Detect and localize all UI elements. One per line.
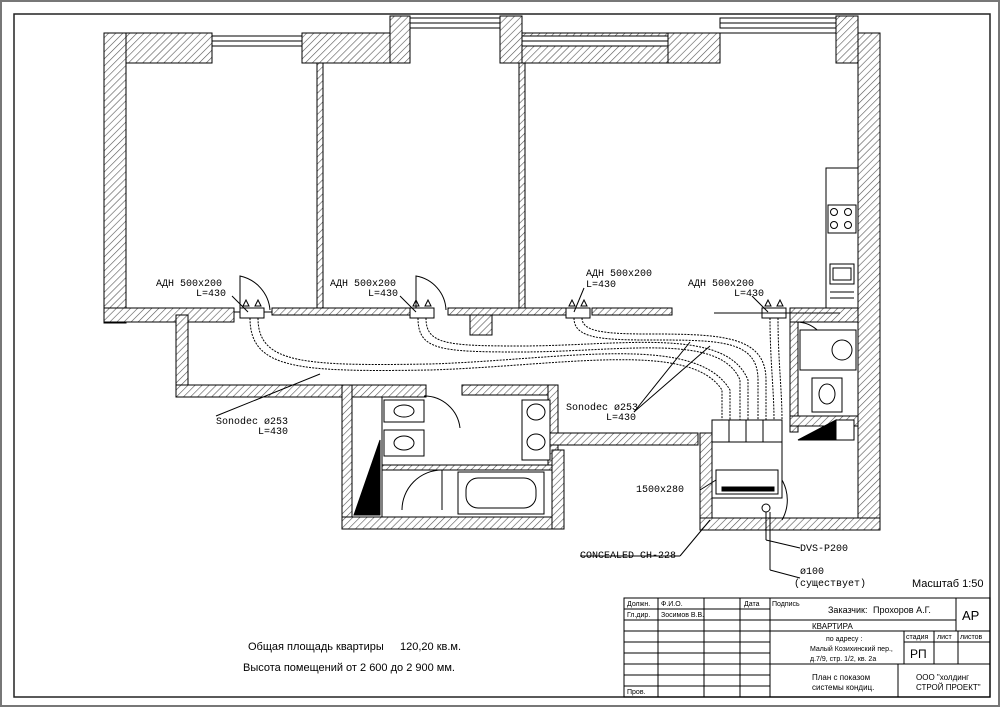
sonodec-label-right: Sonodec ø253: [566, 402, 638, 414]
section-code: АР: [962, 608, 979, 623]
address-line-1: Малый Козихинский пер.,: [810, 645, 893, 653]
area-label: Общая площадь квартиры: [248, 641, 384, 653]
drawing-title-1: План с показом: [812, 673, 870, 682]
company-line-1: ООО "холдинг: [916, 673, 969, 682]
adn-label-2: АДН 500х200: [330, 279, 396, 290]
col-post-header: Должн.: [627, 601, 650, 608]
adn-label-3: АДН 500х200: [586, 269, 652, 280]
concealed-label: CONCEALED CH-228: [580, 551, 676, 562]
row1-post: Гл.дир.: [627, 612, 650, 619]
stage-label: стадия: [906, 634, 929, 641]
address-line-2: д.7/9, стр. 1/2, кв. 2а: [810, 656, 876, 663]
walls: [103, 15, 881, 531]
sonodec-label-left: Sonodec ø253: [216, 416, 288, 428]
sonodec-length-left: L=430: [258, 427, 288, 438]
bathroom-fixtures: [351, 329, 857, 518]
col-name-header: Ф.И.О.: [661, 601, 683, 608]
annotations: АДН 500х200 L=430 АДН 500х200 L=430 АДН …: [156, 269, 984, 590]
client-label: Заказчик:: [828, 605, 867, 615]
windows: [211, 17, 837, 47]
adn-length-2: L=430: [368, 289, 398, 300]
adn-length-3: L=430: [586, 280, 616, 291]
col-date-header: Дата: [744, 601, 760, 608]
ac-unit-box: [711, 419, 783, 513]
row1-name: Зосимов В.В.: [661, 612, 704, 619]
kitchen-fixtures: [825, 167, 859, 309]
adn-label-1: АДН 500х200: [156, 279, 222, 290]
title-block: [623, 597, 991, 698]
adn-label-4: АДН 500х200: [688, 279, 754, 290]
pipe-diameter-label: ø100: [800, 567, 824, 578]
sonodec-length-right: L=430: [606, 413, 636, 424]
adn-length-1: L=430: [196, 289, 226, 300]
ceiling-height-note: Высота помещений от 2 600 до 2 900 мм.: [243, 662, 455, 674]
adn-length-4: L=430: [734, 289, 764, 300]
object-name: КВАРТИРА: [812, 622, 853, 631]
row-check: Пров.: [627, 689, 646, 696]
pipe-existing-label: (существует): [794, 578, 866, 590]
inner-frame: [13, 13, 991, 698]
leader-lines: [215, 287, 801, 579]
area-value: 120,20 кв.м.: [400, 641, 461, 653]
company-line-2: СТРОЙ ПРОЕКТ": [916, 683, 981, 692]
sheet-label: лист: [937, 634, 952, 641]
scale-label: Масштаб 1:50: [912, 578, 984, 590]
sheets-label: листов: [960, 634, 983, 641]
client-name: Прохоров А.Г.: [873, 605, 931, 615]
box-size-label: 1500х280: [636, 485, 684, 496]
dvs-label: DVS-P200: [800, 544, 848, 555]
title-block-text: Должн. Ф.И.О. Дата Подпись Гл.дир. Зосим…: [627, 601, 983, 696]
stage-value: РП: [910, 647, 927, 661]
flexible-ducts: [249, 317, 783, 421]
address-label: по адресу :: [826, 636, 862, 643]
col-sign-header: Подпись: [772, 601, 800, 608]
general-notes: Общая площадь квартиры 120,20 кв.м. Высо…: [243, 641, 461, 674]
drawing-title-2: системы кондиц.: [812, 683, 874, 692]
